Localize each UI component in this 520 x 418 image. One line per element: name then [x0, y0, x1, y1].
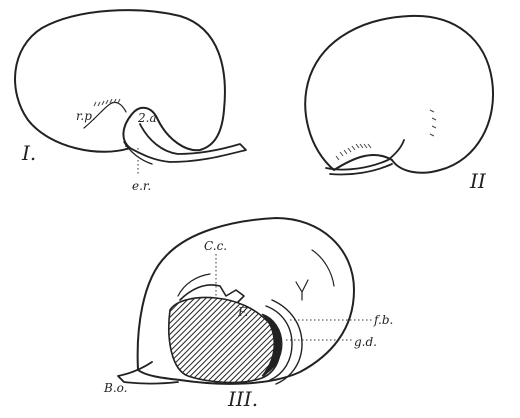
figure-1-body-outline: [15, 10, 225, 152]
figure-3-label-bo: B.o.: [103, 381, 127, 395]
figure-1-label-2a: 2.a.: [137, 111, 160, 125]
figure-3: C.c. F. f.b. g.d. B.o. III.: [103, 218, 393, 411]
figure-3-hatched-core: [169, 298, 280, 383]
figure-2: II: [305, 16, 493, 193]
figure-3-arc-2: [312, 250, 334, 286]
figure-2-edge-shading: [336, 110, 436, 160]
figure-1-numeral: I.: [21, 141, 36, 165]
figure-3-label-cc: C.c.: [204, 239, 227, 253]
figure-1-label-rp: r.p.: [76, 109, 96, 123]
figure-3-label-fb: f.b.: [373, 313, 393, 327]
figure-1-label-er: e.r.: [132, 179, 151, 193]
figure-3-label-gd: g.d.: [354, 335, 377, 349]
figure-3-numeral: III.: [227, 387, 258, 411]
figure-3-label-f: F.: [237, 305, 248, 319]
figure-1: I. r.p. 2.a. e.r.: [15, 10, 246, 193]
figure-2-numeral: II: [469, 169, 487, 193]
figure-3-y-mark: [296, 280, 308, 300]
figure-1-tail: [126, 124, 246, 162]
